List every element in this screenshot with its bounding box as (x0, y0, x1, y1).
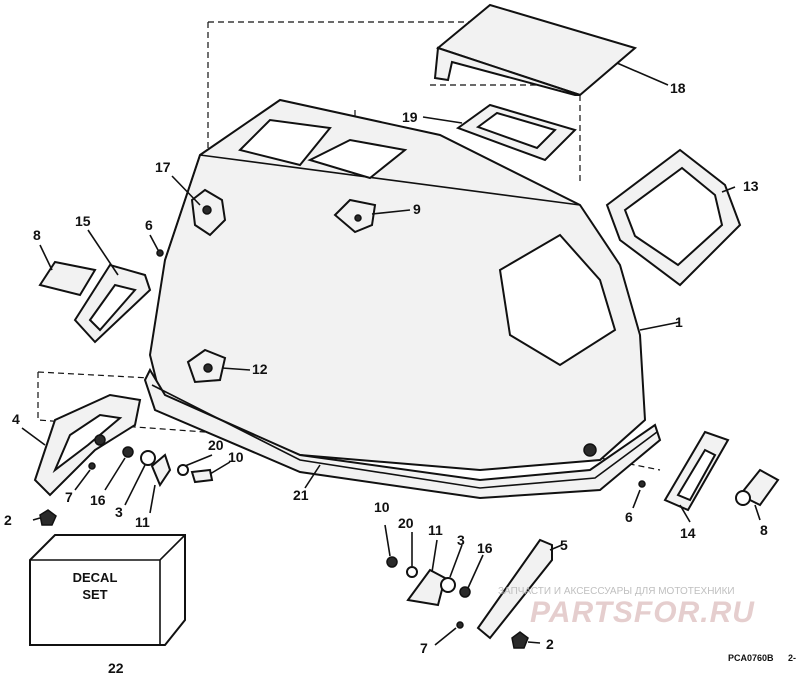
callout-8-right: 8 (760, 522, 768, 538)
page-mark: 2- (788, 653, 796, 663)
callout-20-left: 20 (208, 437, 224, 453)
callout-9: 9 (413, 201, 421, 217)
watermark: ЗАПЧАСТИ И АКСЕССУАРЫ ДЛЯ МОТОТЕХНИКИ PA… (498, 586, 755, 629)
callout-6-right: 6 (625, 509, 633, 525)
figure-code: PCA0760B (728, 653, 774, 663)
callout-7-right: 7 (420, 640, 428, 656)
left-latch-group (38, 188, 227, 344)
callout-6-left: 6 (145, 217, 153, 233)
mount-plates (186, 198, 377, 384)
decal-line1: DECAL (73, 570, 118, 585)
watermark-subtitle: ЗАПЧАСТИ И АКСЕССУАРЫ ДЛЯ МОТОТЕХНИКИ (498, 586, 735, 597)
callout-10-left: 10 (228, 449, 244, 465)
callout-15: 15 (75, 213, 91, 229)
callout-11-right: 11 (428, 522, 443, 538)
top-cap (433, 3, 638, 97)
callout-20-right: 20 (398, 515, 414, 531)
watermark-brand: PARTSFOR.RU (530, 596, 755, 629)
callout-14: 14 (680, 525, 696, 541)
callout-19: 19 (402, 109, 418, 125)
side-window (605, 148, 742, 287)
callout-2-left: 2 (4, 512, 12, 528)
callout-5: 5 (560, 537, 568, 553)
callout-8-left: 8 (33, 227, 41, 243)
callout-17: 17 (155, 159, 171, 175)
lower-seal (143, 367, 662, 500)
callout-1: 1 (675, 314, 683, 330)
engine-cover (148, 98, 647, 472)
callout-4: 4 (12, 411, 20, 427)
callout-10-right: 10 (374, 499, 390, 515)
callout-11-left: 11 (135, 514, 150, 530)
callout-22: 22 (108, 660, 124, 676)
callout-18: 18 (670, 80, 686, 96)
callout-7-left: 7 (65, 489, 73, 505)
callout-3-left: 3 (115, 504, 123, 520)
callout-13: 13 (743, 178, 759, 194)
leader-lines (21, 62, 761, 646)
callout-21: 21 (293, 487, 309, 503)
decal-line2: SET (82, 587, 107, 602)
callout-3-right: 3 (457, 532, 465, 548)
left-bracket-group (33, 393, 214, 526)
callout-16-right: 16 (477, 540, 493, 556)
callout-2-right: 2 (546, 636, 554, 652)
decal-set-box: DECAL SET (29, 534, 186, 646)
right-bracket-group (386, 538, 553, 649)
callout-12: 12 (252, 361, 268, 377)
callout-16-left: 16 (90, 492, 106, 508)
callouts: 18 19 13 1 9 12 17 8 15 6 4 2 7 16 3 11 … (4, 80, 768, 676)
ring-gasket (455, 103, 577, 162)
right-latch-group (638, 430, 780, 512)
